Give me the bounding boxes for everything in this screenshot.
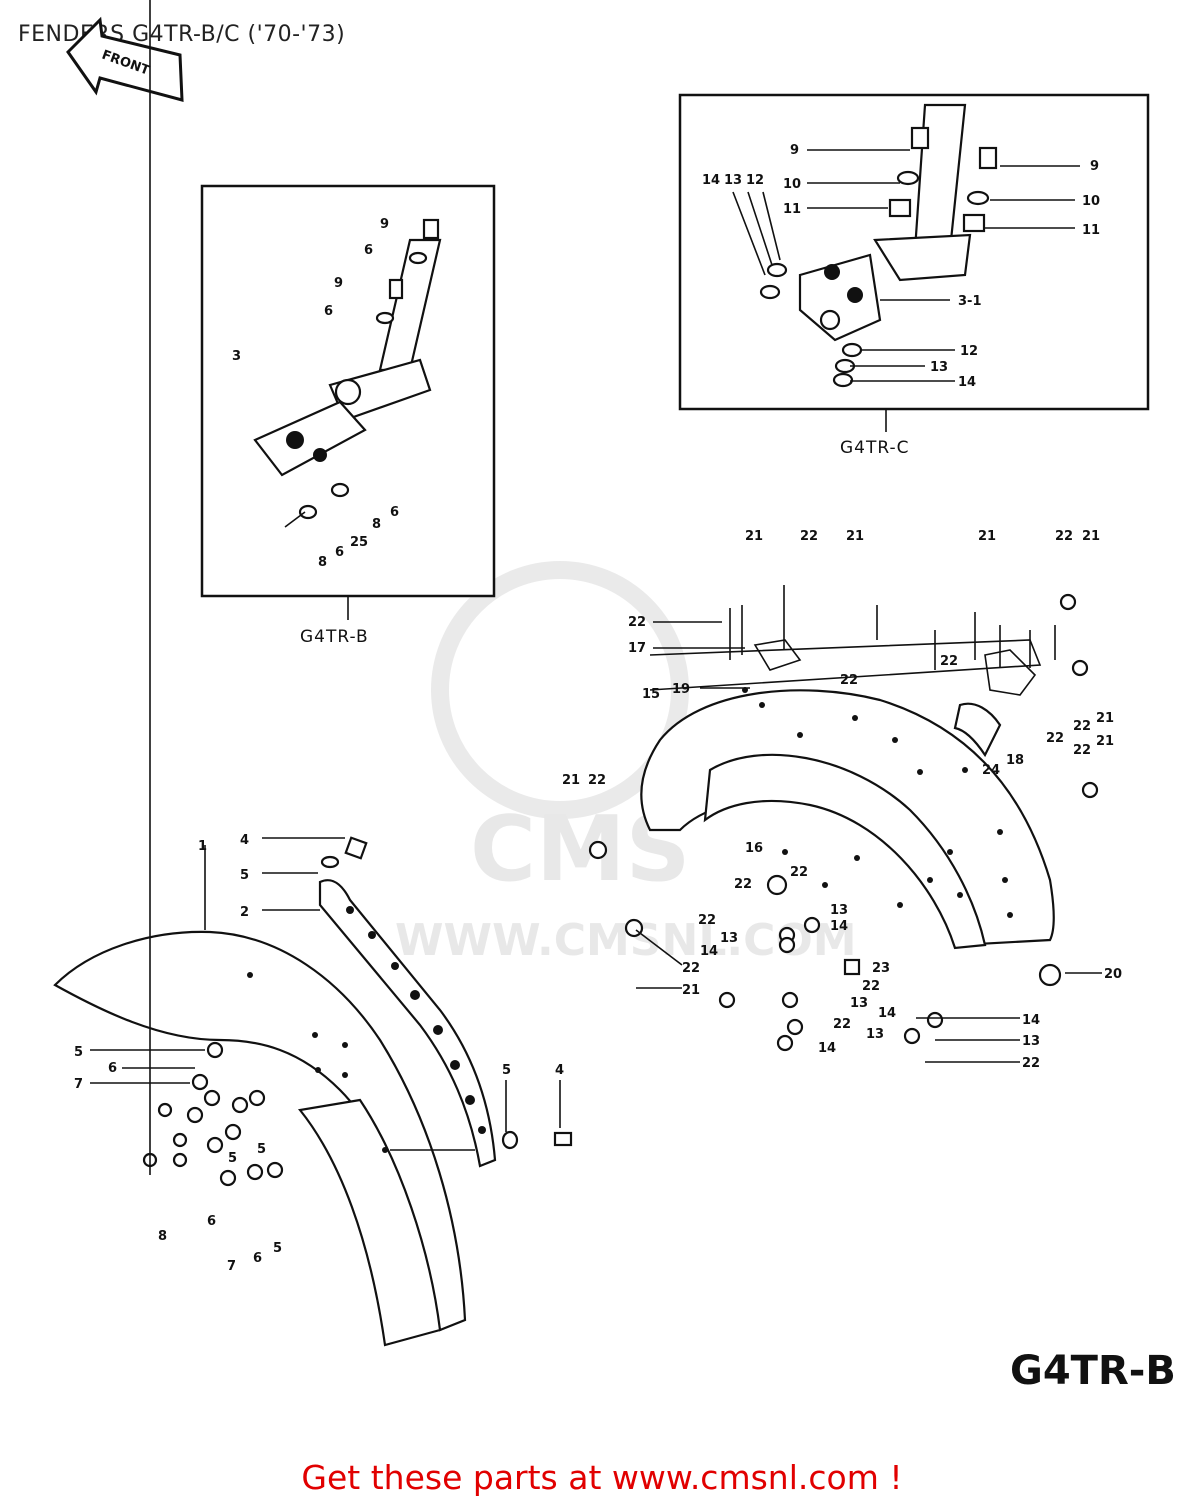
part-label: 22 [1046, 731, 1064, 746]
rear-fender-labels: 21 22 21 21 22 21 22 17 19 22 22 15 22 2… [562, 529, 1122, 1071]
part-label: 5 [257, 1142, 266, 1157]
part-label: 21 [745, 529, 763, 544]
part-label: 2 [240, 905, 249, 920]
part-label: 7 [74, 1077, 83, 1092]
part-label: 11 [1082, 223, 1100, 238]
part-label: 9 [334, 276, 343, 291]
part-label: 22 [1022, 1056, 1040, 1071]
part-label: 21 [1096, 734, 1114, 749]
part-label: 21 [562, 773, 580, 788]
part-label: 4 [555, 1063, 564, 1078]
part-label: 18 [1006, 753, 1024, 768]
part-label: 9 [790, 143, 799, 158]
part-label: 14 [702, 173, 720, 188]
front-arrow-icon: FRONT [66, 16, 184, 102]
part-label: 6 [335, 545, 344, 560]
part-label: 21 [1096, 711, 1114, 726]
part-label: 13 [1022, 1034, 1040, 1049]
part-label: 17 [628, 641, 646, 656]
part-label: 10 [1082, 194, 1100, 209]
part-label: 22 [588, 773, 606, 788]
part-label: 6 [364, 243, 373, 258]
part-label: 21 [978, 529, 996, 544]
part-label: 8 [158, 1229, 167, 1244]
part-label: 15 [642, 687, 660, 702]
part-label: 13 [866, 1027, 884, 1042]
part-label: 4 [240, 833, 249, 848]
part-label: 13 [850, 996, 868, 1011]
part-label: 22 [1073, 719, 1091, 734]
part-label: 6 [207, 1214, 216, 1229]
part-label: 3 [232, 349, 241, 364]
part-label: 22 [628, 615, 646, 630]
front-fender [53, 0, 573, 1347]
part-label: 14 [1022, 1013, 1040, 1028]
part-label: 10 [783, 177, 801, 192]
watermark: CMS WWW.CMSNL.COM [395, 561, 857, 966]
part-label: 6 [324, 304, 333, 319]
part-label: 16 [745, 841, 763, 856]
part-label: 13 [724, 173, 742, 188]
part-label: 13 [930, 360, 948, 375]
part-label: 9 [380, 217, 389, 232]
part-label: 22 [1055, 529, 1073, 544]
part-label: 22 [1073, 743, 1091, 758]
part-label: 20 [1104, 967, 1122, 982]
part-label: 11 [783, 202, 801, 217]
part-label: 22 [940, 654, 958, 669]
part-label: 5 [228, 1151, 237, 1166]
part-label: 22 [698, 913, 716, 928]
part-label: 5 [273, 1241, 282, 1256]
part-label: 12 [746, 173, 764, 188]
part-label: 22 [840, 673, 858, 688]
watermark-url: WWW.CMSNL.COM [395, 915, 857, 966]
part-label: 19 [672, 682, 690, 697]
part-label: 3-1 [958, 294, 982, 309]
part-label: 22 [800, 529, 818, 544]
part-label: 24 [982, 763, 1000, 778]
inset-b-caption: G4TR-B [300, 627, 369, 647]
part-label: 13 [720, 931, 738, 946]
part-label: 6 [108, 1061, 117, 1076]
part-label: 22 [682, 961, 700, 976]
part-label: 21 [846, 529, 864, 544]
inset-c-labels: 9 10 11 14 13 12 9 10 11 3-1 12 13 14 [702, 143, 1100, 390]
part-label: 14 [958, 375, 976, 390]
part-label: 14 [700, 944, 718, 959]
part-label: 6 [390, 505, 399, 520]
front-fender-labels: 1 4 5 2 5 6 7 5 4 5 5 6 8 7 6 5 [74, 833, 564, 1274]
part-label: 5 [502, 1063, 511, 1078]
part-label: 8 [318, 555, 327, 570]
part-label: 14 [830, 919, 848, 934]
part-label: 21 [682, 983, 700, 998]
part-label: 7 [227, 1259, 236, 1274]
part-label: 25 [350, 535, 368, 550]
inset-c-caption: G4TR-C [840, 438, 910, 458]
inset-b-labels: 9 6 9 6 3 8 6 8 6 25 [232, 217, 399, 570]
part-label: 21 [1082, 529, 1100, 544]
part-label: 14 [878, 1006, 896, 1021]
part-label: 23 [872, 961, 890, 976]
inset-g4tr-b: G4TR-B [200, 184, 496, 647]
part-label: 13 [830, 903, 848, 918]
part-label: 5 [74, 1045, 83, 1060]
part-label: 5 [240, 868, 249, 883]
inset-g4tr-c: G4TR-C [678, 93, 1150, 458]
part-label: 22 [833, 1017, 851, 1032]
part-label: 12 [960, 344, 978, 359]
rear-fender [588, 585, 1102, 1063]
footer-link[interactable]: Get these parts at www.cmsnl.com ! [301, 1458, 903, 1497]
part-label: 22 [862, 979, 880, 994]
model-mark: G4TR-B [1010, 1348, 1176, 1394]
part-label: 1 [198, 839, 207, 854]
part-label: 22 [734, 877, 752, 892]
part-label: 14 [818, 1041, 836, 1056]
part-label: 6 [253, 1251, 262, 1266]
part-label: 8 [372, 517, 381, 532]
part-label: 22 [790, 865, 808, 880]
page-title: FENDERS G4TR-B/C ('70-'73) [18, 22, 346, 47]
part-label: 9 [1090, 159, 1099, 174]
